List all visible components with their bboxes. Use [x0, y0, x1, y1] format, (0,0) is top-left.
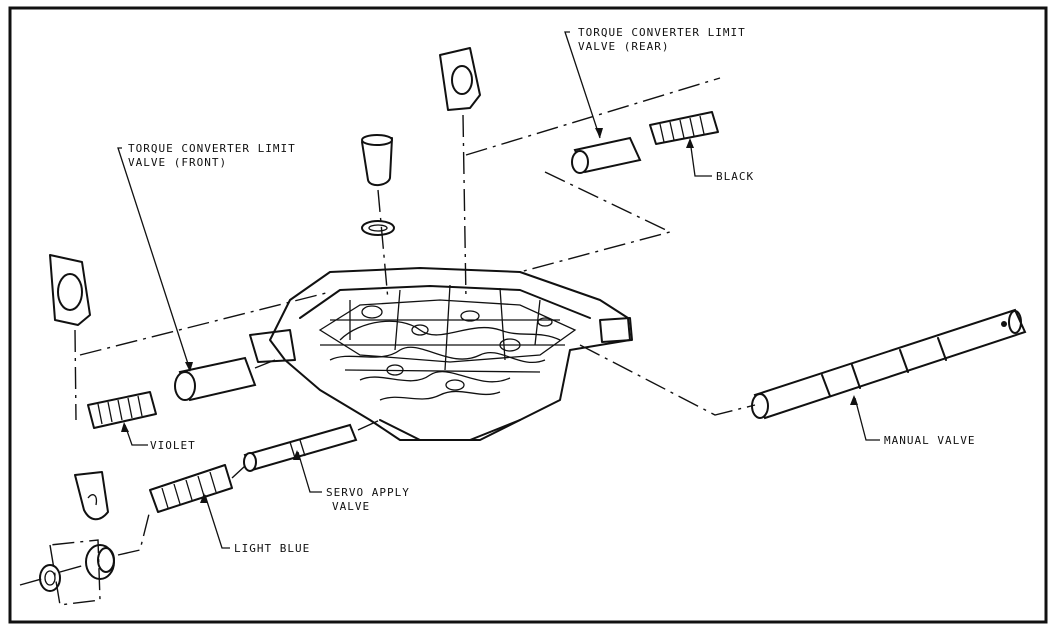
tcl-valve-rear	[571, 136, 642, 174]
guide-line-bottom	[19, 509, 151, 586]
filter-cup	[361, 134, 393, 186]
servo-apply-valve	[243, 423, 358, 472]
label-tcl-front-line1: TORQUE CONVERTER LIMIT	[128, 142, 296, 155]
label-violet: VIOLET	[150, 439, 196, 452]
guide-line-servo	[357, 419, 381, 431]
guide-line-front-valve	[79, 291, 331, 356]
label-servo-line2: VALVE	[332, 500, 370, 513]
label-light-blue: LIGHT BLUE	[234, 542, 310, 555]
spring-violet	[87, 391, 157, 429]
guide-line-manual	[579, 344, 756, 416]
guide-line-front-plate	[74, 329, 77, 421]
retainer-clip-bottom	[74, 471, 109, 521]
diagram-border	[8, 6, 1048, 624]
label-servo-line1: SERVO APPLY	[326, 486, 410, 499]
guide-line-light-blue	[231, 465, 246, 479]
o-ring	[361, 220, 395, 236]
guide-line-rear-plate	[462, 114, 467, 301]
spring-black	[649, 111, 719, 145]
label-black: BLACK	[716, 170, 754, 183]
retainer-plate-front	[49, 254, 91, 326]
tcl-valve-front	[174, 356, 257, 402]
label-tcl-front-line2: VALVE (FRONT)	[128, 156, 227, 169]
leader-lines	[117, 31, 880, 549]
valve-body	[249, 267, 633, 441]
guide-line-cup	[377, 189, 389, 301]
label-tcl-rear-line1: TORQUE CONVERTER LIMIT	[578, 26, 746, 39]
guide-box-bottom	[49, 539, 101, 606]
guide-line-rear-to-body	[519, 171, 673, 273]
label-tcl-rear-line2: VALVE (REAR)	[578, 40, 669, 53]
manual-valve	[751, 308, 1027, 420]
label-manual-valve: MANUAL VALVE	[884, 434, 975, 447]
spring-light-blue	[149, 464, 233, 513]
snap-ring-bottom	[39, 564, 61, 592]
guide-line-front-to-body	[254, 359, 276, 369]
retainer-plate-rear	[439, 47, 481, 111]
plug-bottom	[85, 544, 115, 580]
